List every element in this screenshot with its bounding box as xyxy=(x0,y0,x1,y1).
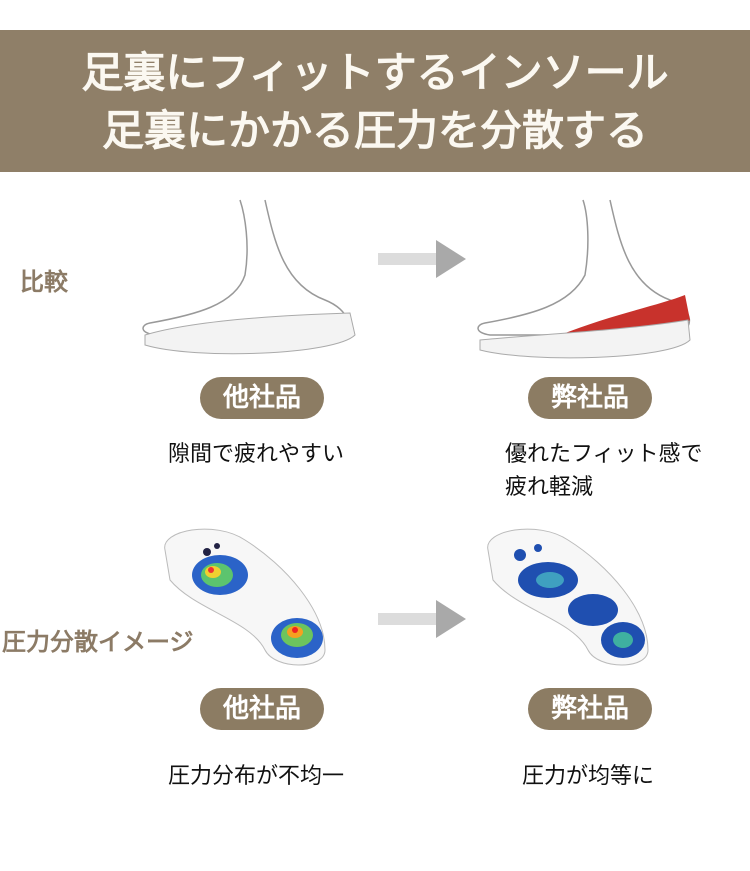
arrow-right-icon xyxy=(378,600,466,638)
caption-other-product: 圧力分布が不均一 xyxy=(168,764,345,789)
headline-banner: 足裏にフィットするインソール 足裏にかかる圧力を分散する xyxy=(0,30,750,172)
badge-our-product: 弊社品 xyxy=(528,377,652,419)
badge-other-product: 他社品 xyxy=(200,377,324,419)
section-label-comparison: 比較 xyxy=(20,268,68,296)
headline-line-2: 足裏にかかる圧力を分散する xyxy=(101,106,648,155)
foot-other-product-illustration xyxy=(142,199,356,355)
foot-our-product-illustration xyxy=(477,199,691,359)
badge-our-product: 弊社品 xyxy=(528,688,652,730)
caption-our-product-line-2: 疲れ軽減 xyxy=(505,475,594,500)
caption-our-product-line-1: 優れたフィット感で xyxy=(505,442,703,467)
caption-our-product: 圧力が均等に xyxy=(522,764,655,789)
headline-line-1: 足裏にフィットするインソール xyxy=(81,48,669,97)
pressure-map-other-product xyxy=(164,528,326,666)
arrow-right-icon xyxy=(378,240,466,278)
caption-other-product: 隙間で疲れやすい xyxy=(168,442,345,467)
badge-other-product: 他社品 xyxy=(200,688,324,730)
pressure-map-our-product xyxy=(487,528,649,666)
section-label-pressure: 圧力分散イメージ xyxy=(2,628,194,656)
